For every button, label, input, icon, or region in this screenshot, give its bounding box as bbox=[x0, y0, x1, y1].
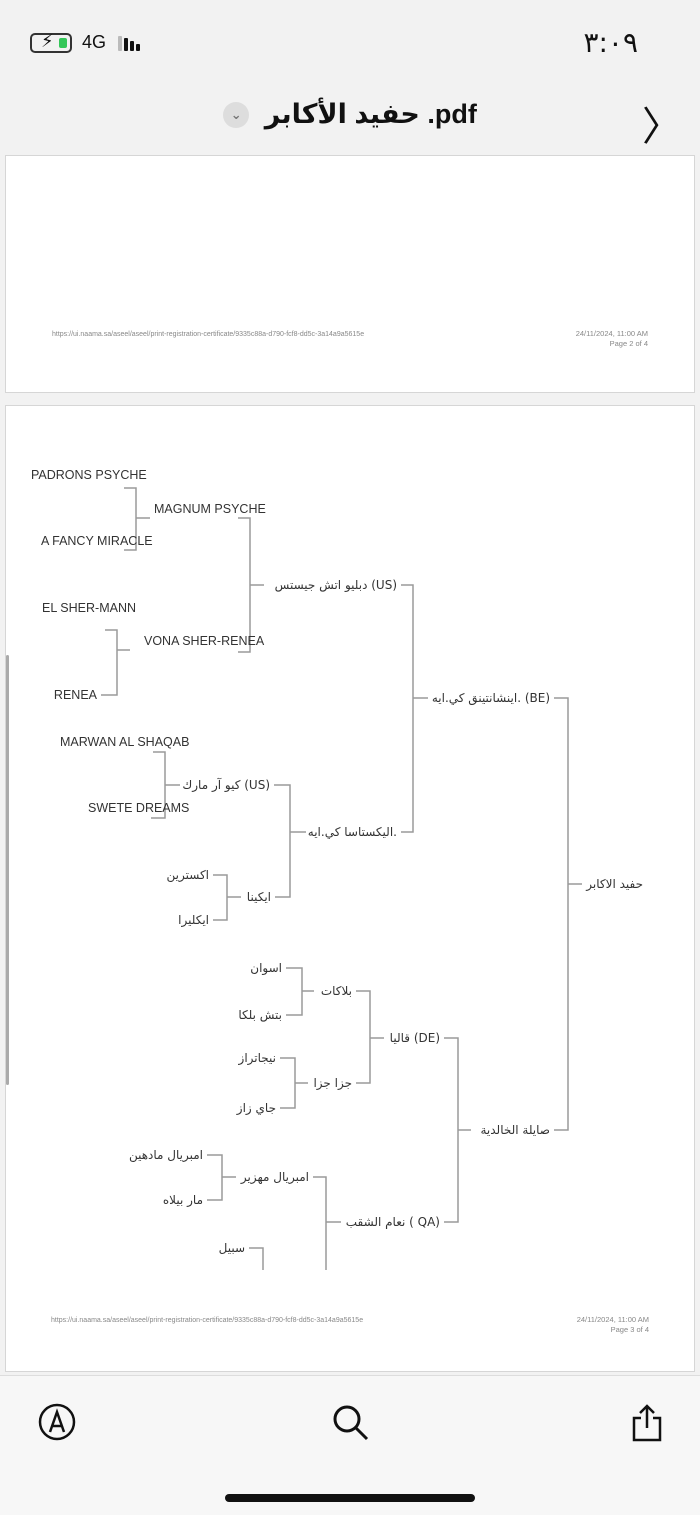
pedigree-sdd-sire: اكسترين bbox=[166, 868, 209, 882]
bracket-line bbox=[356, 990, 384, 1084]
bracket-line bbox=[313, 1176, 341, 1270]
pedigree-ddd-sire: سبيل bbox=[218, 1241, 245, 1255]
bracket-line bbox=[101, 629, 130, 696]
pedigree-dss-sire: اسوان bbox=[250, 961, 282, 975]
pedigree-dam-dam: نعام الشقب ( QA) bbox=[345, 1215, 440, 1229]
pedigree-dam-dam-sire: امبريال مهزير bbox=[240, 1170, 309, 1184]
pedigree-subject: حفيد الاكابر bbox=[586, 877, 643, 891]
pedigree-dds-dam: مار بيلاه bbox=[162, 1193, 203, 1207]
document-title[interactable]: حفيد الأكابر .pdf bbox=[264, 99, 477, 130]
markup-icon[interactable] bbox=[37, 1402, 77, 1442]
pedigree-sdd-dam: ايكليرا bbox=[178, 913, 209, 927]
footer-url: https://ui.naama.sa/aseel/aseel/print-re… bbox=[52, 331, 365, 338]
battery-icon: ⚡ bbox=[30, 31, 72, 53]
footer-page-number: Page 2 of 4 bbox=[609, 339, 648, 348]
signal-icon bbox=[118, 35, 140, 51]
bracket-line bbox=[213, 874, 241, 921]
pedigree-dam-sire-sire: بلاكات bbox=[320, 984, 352, 998]
bracket-line bbox=[286, 967, 314, 1016]
network-type: 4G bbox=[82, 32, 107, 52]
bracket-line bbox=[124, 487, 150, 551]
bracket-line bbox=[401, 584, 428, 833]
share-icon[interactable] bbox=[627, 1402, 667, 1442]
scrollbar[interactable] bbox=[6, 655, 9, 1085]
pdf-page-3 bbox=[5, 405, 695, 1372]
footer-date: 24/11/2024, 11:00 AM bbox=[575, 329, 648, 338]
pedigree-sire: اينشانتينق كي.ايه. (BE) bbox=[431, 691, 550, 705]
bracket-line bbox=[238, 517, 264, 653]
pedigree-sire-sire: دبليو اتش جيستس (US) bbox=[274, 578, 397, 592]
pedigree-dss-dam: بتش بلكا bbox=[238, 1008, 282, 1022]
pedigree-sire-sire-sire: MAGNUM PSYCHE bbox=[154, 502, 266, 516]
pedigree-dam-sire: قاليا (DE) bbox=[389, 1031, 440, 1045]
footer-date: 24/11/2024, 11:00 AM bbox=[576, 1315, 649, 1324]
pedigree-sss-sire: PADRONS PSYCHE bbox=[31, 468, 147, 482]
footer-page-number: Page 3 of 4 bbox=[610, 1325, 649, 1334]
pedigree-sds-sire: MARWAN AL SHAQAB bbox=[60, 735, 190, 749]
pdf-page-2: https://ui.naama.sa/aseel/aseel/print-re… bbox=[5, 155, 695, 393]
pedigree-sire-sire-dam: VONA SHER-RENEA bbox=[144, 634, 265, 648]
bracket-line bbox=[249, 1247, 264, 1270]
pedigree-dds-sire: امبريال مادهين bbox=[128, 1148, 203, 1162]
chevron-down-icon[interactable]: ⌄ bbox=[223, 101, 250, 128]
pedigree-dsd-dam: جاي زاز bbox=[236, 1101, 276, 1115]
home-indicator[interactable] bbox=[225, 1494, 475, 1502]
back-chevron-icon[interactable]: 〉 bbox=[642, 105, 682, 149]
pedigree-ssd-dam: RENEA bbox=[53, 688, 97, 702]
pedigree-dam: صايلة الخالدية bbox=[480, 1123, 550, 1137]
footer-url: https://ui.naama.sa/aseel/aseel/print-re… bbox=[51, 1317, 364, 1324]
pedigree-sire-dam-sire: كيو آر مارك (US) bbox=[182, 778, 270, 792]
pedigree-ssd-sire: EL SHER-MANN bbox=[42, 601, 136, 615]
pedigree-dsd-sire: نيجاتراز bbox=[238, 1051, 276, 1065]
pedigree-sire-dam-dam: ايكينا bbox=[246, 890, 271, 904]
document-title-bar[interactable]: ⌄ حفيد الأكابر .pdf bbox=[0, 98, 700, 130]
pedigree-sire-dam: اليكستاسا كي.ايه. bbox=[307, 825, 397, 839]
pedigree-dam-sire-dam: جزا جزا bbox=[313, 1076, 352, 1090]
status-time: ٣:٠٩ bbox=[583, 26, 638, 59]
bracket-line bbox=[207, 1154, 236, 1201]
bracket-line bbox=[280, 1057, 308, 1109]
pedigree-sds-dam: SWETE DREAMS bbox=[88, 801, 190, 815]
bottom-toolbar bbox=[0, 1375, 700, 1515]
bracket-line bbox=[444, 1037, 471, 1223]
search-icon[interactable] bbox=[330, 1402, 370, 1442]
pedigree-lines bbox=[101, 487, 582, 1270]
pedigree-sss-dam: A FANCY MIRACLE bbox=[41, 534, 153, 548]
bracket-line bbox=[554, 697, 582, 1131]
bracket-line bbox=[151, 751, 180, 819]
bracket-line bbox=[274, 784, 306, 898]
